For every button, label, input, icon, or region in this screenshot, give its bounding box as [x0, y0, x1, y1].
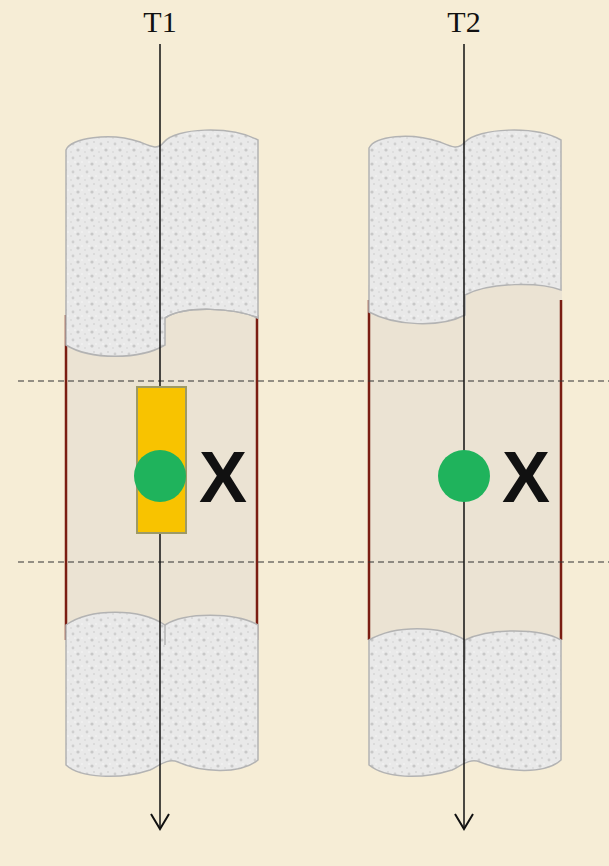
side-line [368, 300, 371, 640]
axis-line [463, 44, 465, 828]
gap-region [368, 285, 562, 650]
bone-edge [165, 309, 258, 318]
bone-fragment [66, 612, 258, 776]
bone-fragment [369, 130, 561, 324]
side-line [65, 315, 68, 640]
time-label: T1 [143, 7, 176, 37]
dashed-line [18, 561, 609, 562]
arrow-head [455, 814, 473, 829]
side-line [560, 300, 563, 640]
bone-fragment [66, 130, 258, 356]
bone-edge [164, 625, 166, 645]
arrow-head [151, 814, 169, 829]
bone-fragment [369, 629, 561, 777]
time-label: T2 [447, 7, 480, 37]
green-dot [438, 450, 490, 502]
dashed-line [18, 380, 609, 381]
green-dot [134, 450, 186, 502]
x-mark: X [502, 441, 550, 513]
x-mark: X [199, 441, 247, 513]
side-line [256, 315, 259, 640]
